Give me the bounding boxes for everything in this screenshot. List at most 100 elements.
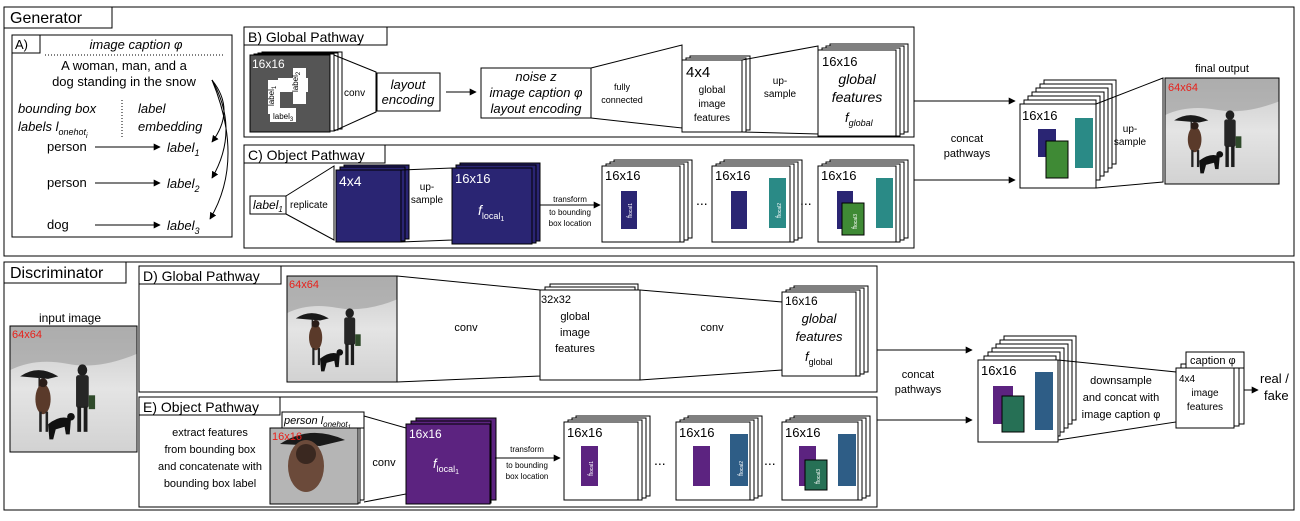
d-downsample-2: and concat with — [1083, 392, 1159, 404]
global-features-4x4 — [681, 59, 743, 133]
panel-c-title: C) Object Pathway — [248, 147, 365, 163]
d-out-text-2: features — [796, 329, 843, 344]
output-real: real / — [1260, 371, 1289, 386]
bbox-header-2: labels lonehoti — [18, 119, 88, 140]
gen-map-2-label: flocal2 — [776, 203, 783, 218]
gen-map-1 — [601, 165, 681, 243]
d-out-text-1: global — [802, 311, 838, 326]
object-2: person — [47, 175, 87, 190]
d-map-1-box — [581, 446, 598, 486]
panel-e — [138, 396, 878, 508]
label-header-2: embedding — [138, 119, 203, 134]
feat-text-3: features — [694, 113, 730, 124]
gen-merged-size: 16x16 — [1022, 108, 1057, 123]
fc-label-1: fully — [614, 82, 631, 92]
final-output-size: 64x64 — [1168, 82, 1198, 94]
d-transform-3: box location — [506, 472, 549, 481]
gen-transform-2: to bounding — [549, 208, 591, 217]
gb-conv-label: conv — [344, 88, 365, 99]
obj-upsample-2: sample — [411, 195, 444, 206]
d-merged-size: 16x16 — [981, 363, 1016, 378]
panel-a — [11, 34, 233, 238]
input-noise: noise z — [515, 69, 557, 84]
generator-title: Generator — [10, 10, 83, 27]
d-map-3-size: 16x16 — [785, 425, 820, 440]
gb-inputs-box — [480, 67, 592, 119]
e-local-size: 16x16 — [409, 427, 442, 441]
d-feat-text-1: image — [1191, 388, 1219, 399]
e-extract-3: and concatenate with — [158, 461, 262, 473]
object-3: dog — [47, 217, 69, 232]
d-dots-2: ... — [764, 452, 776, 468]
d-concat-2: pathways — [895, 384, 942, 396]
replicate-label: replicate — [290, 200, 328, 211]
input-image-size: 64x64 — [12, 329, 42, 341]
global-features-16x16 — [817, 49, 897, 137]
d-map-1-size: 16x16 — [567, 425, 602, 440]
gb-upsample-1: up- — [773, 76, 787, 87]
gen-transform-1: transform — [553, 195, 587, 204]
input-layout-encoding: layout encoding — [490, 101, 582, 116]
discriminator-frame — [3, 261, 1295, 511]
bbox-header-1: bounding box — [18, 101, 97, 116]
d-mid-text-2: image — [560, 327, 590, 339]
gen-concat-2: pathways — [944, 148, 991, 160]
crop-size: 16x16 — [272, 431, 302, 443]
d-downsample-3: image caption φ — [1082, 409, 1161, 421]
feat-text-1: global — [699, 85, 726, 96]
gb-out-text-1: global — [838, 71, 876, 87]
d-feat-size: 4x4 — [1179, 374, 1196, 385]
d-conv2: conv — [700, 322, 724, 334]
caption-to-embedding-3-arrow — [209, 79, 229, 220]
replicated-cube-4x4 — [335, 169, 402, 243]
layout-encoding-2: encoding — [382, 92, 436, 107]
layout-label-3: label3 — [273, 112, 294, 123]
d-image-features — [1175, 367, 1235, 429]
label-header-1: label — [138, 101, 167, 116]
gen-concat-1: concat — [951, 133, 983, 145]
obj-local-size: 16x16 — [455, 171, 490, 186]
d-dots-1: ... — [654, 452, 666, 468]
d-conv1: conv — [454, 322, 478, 334]
cube-size: 4x4 — [339, 173, 362, 189]
gb-out-size: 16x16 — [822, 54, 857, 69]
d-mid-size: 32x32 — [541, 294, 571, 306]
e-extract-4: bounding box label — [164, 478, 256, 490]
d-map-1-label: flocal1 — [588, 461, 595, 476]
obj-local-f: flocal1 — [478, 202, 504, 223]
panel-c — [243, 144, 915, 249]
layout-label-1: label1 — [267, 85, 278, 106]
d-out-size: 16x16 — [785, 294, 818, 308]
d-feat-text-2: features — [1187, 402, 1223, 413]
layout-size: 16x16 — [252, 57, 285, 71]
gen-map-1-box — [621, 191, 637, 229]
d-map-3-label: flocal3 — [815, 469, 822, 484]
gen-map-1-size: 16x16 — [605, 168, 640, 183]
caption-phi-label: caption φ — [1190, 355, 1236, 367]
discriminator-title: Discriminator — [10, 265, 104, 282]
d-out-f: fglobal — [805, 349, 833, 367]
d-map-2-box — [730, 434, 748, 486]
d-mid-text-3: features — [555, 343, 595, 355]
d-map-1 — [563, 421, 639, 501]
gen-dots-1: ... — [696, 192, 708, 208]
d-map-3-box — [804, 459, 828, 491]
d-img-size: 64x64 — [289, 279, 319, 291]
gen-map-3-size: 16x16 — [821, 168, 856, 183]
caption-header: image caption φ — [89, 37, 183, 52]
e-local-16x16 — [405, 423, 491, 505]
gen-dots-2: ... — [800, 192, 812, 208]
d-transform-1: transform — [510, 445, 544, 454]
gb-out-text-2: features — [832, 89, 883, 105]
panel-b-title: B) Global Pathway — [248, 29, 364, 45]
caption-line-1: A woman, man, and a — [61, 58, 188, 73]
embedding-2: label2 — [167, 176, 199, 194]
embedding-1: label1 — [167, 140, 199, 158]
input-image — [10, 326, 137, 452]
gen-map-3-label: flocal3 — [852, 214, 859, 229]
gen-final-upsample-2: sample — [1114, 137, 1147, 148]
caption-to-embedding-2-arrow — [211, 79, 227, 179]
e-conv: conv — [372, 457, 396, 469]
generator-frame — [3, 6, 1295, 257]
